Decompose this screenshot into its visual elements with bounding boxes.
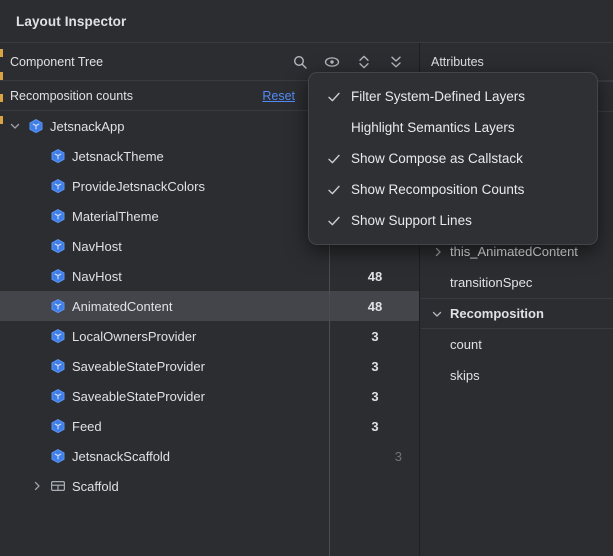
expand-all-icon[interactable] (355, 53, 373, 71)
eye-icon[interactable] (323, 53, 341, 71)
attribute-name: transitionSpec (450, 275, 533, 290)
recomposition-count: 3 (394, 448, 402, 464)
attribute-row[interactable]: transitionSpec (421, 267, 613, 298)
checkmark-icon (327, 152, 341, 166)
compose-node-icon (50, 238, 66, 254)
tree-row-label: SaveableStateProvider (72, 388, 205, 404)
attribute-row[interactable]: this_AnimatedContent (421, 236, 613, 267)
window-titlebar: Layout Inspector (0, 0, 613, 43)
tree-row[interactable]: JetsnackTheme (0, 141, 419, 171)
tree-row[interactable]: Feed 3 (0, 411, 419, 441)
tree-row-label: Feed (72, 418, 102, 434)
checkmark-icon (327, 183, 341, 197)
tree-row[interactable]: JetsnackApp (0, 111, 419, 141)
compose-node-icon (50, 268, 66, 284)
view-layout-icon (50, 478, 66, 494)
tree-row-label: NavHost (72, 238, 122, 254)
recomposition-count: 3 (371, 328, 379, 344)
count-column-divider (329, 112, 330, 556)
tree-row-label: JetsnackScaffold (72, 448, 171, 464)
gutter-marker (0, 72, 3, 80)
tree-row[interactable]: Scaffold (0, 471, 419, 501)
tree-row[interactable]: JetsnackScaffold 3 (0, 441, 419, 471)
compose-node-icon (50, 358, 66, 374)
menu-item[interactable]: Show Support Lines (309, 205, 597, 236)
attribute-row[interactable]: skips (421, 360, 613, 391)
gutter-marker (0, 49, 3, 57)
recomposition-count: 48 (367, 268, 383, 284)
tree-row-label: NavHost (72, 268, 122, 284)
compose-node-icon (50, 418, 66, 434)
tree-row-label: JetsnackApp (50, 118, 125, 134)
checkmark-icon (327, 121, 341, 135)
component-tree-header: Component Tree (0, 43, 419, 81)
attribute-row[interactable]: count (421, 329, 613, 360)
component-tree-label: Component Tree (10, 54, 104, 69)
compose-node-icon (50, 448, 66, 464)
tree-row-label: LocalOwnersProvider (72, 328, 197, 344)
tree-row-label: ProvideJetsnackColors (72, 178, 205, 194)
gutter-marker (0, 94, 3, 102)
tree-row[interactable]: SaveableStateProvider 3 (0, 381, 419, 411)
attribute-name: this_AnimatedContent (450, 244, 578, 259)
attributes-section-header[interactable]: Recomposition (421, 298, 613, 329)
menu-item[interactable]: Filter System-Defined Layers (309, 81, 597, 112)
tree-row[interactable]: ProvideJetsnackColors (0, 171, 419, 201)
tree-row[interactable]: NavHost 48 (0, 261, 419, 291)
compose-node-icon (50, 148, 66, 164)
compose-node-icon (28, 118, 44, 134)
tree-row-label: SaveableStateProvider (72, 358, 205, 374)
tree-row[interactable]: NavHost (0, 231, 419, 261)
compose-node-icon (50, 298, 66, 314)
recomposition-count: 3 (371, 358, 379, 374)
recomposition-count: 3 (371, 418, 379, 434)
menu-item-label: Filter System-Defined Layers (351, 89, 526, 104)
tree-row[interactable]: SaveableStateProvider 3 (0, 351, 419, 381)
tree-row-label: MaterialTheme (72, 208, 159, 224)
attribute-name: count (450, 337, 482, 352)
reset-link[interactable]: Reset (262, 88, 295, 103)
recomposition-count: 3 (371, 388, 379, 404)
compose-node-icon (50, 328, 66, 344)
menu-item[interactable]: Highlight Semantics Layers (309, 112, 597, 143)
checkmark-icon (327, 214, 341, 228)
component-tree-toolbar (291, 43, 405, 81)
tree-row-label: AnimatedContent (72, 298, 173, 314)
collapse-all-icon[interactable] (387, 53, 405, 71)
attribute-name: skips (450, 368, 480, 383)
tree-row[interactable]: AnimatedContent 48 (0, 291, 419, 321)
menu-item-label: Highlight Semantics Layers (351, 120, 515, 135)
menu-item[interactable]: Show Recomposition Counts (309, 174, 597, 205)
menu-item-label: Show Support Lines (351, 213, 472, 228)
chevron-right-icon[interactable] (30, 479, 44, 493)
compose-node-icon (50, 388, 66, 404)
menu-item-label: Show Recomposition Counts (351, 182, 525, 197)
menu-item-label: Show Compose as Callstack (351, 151, 523, 166)
checkmark-icon (327, 90, 341, 104)
attributes-section-title: Recomposition (450, 306, 544, 321)
tree-row[interactable]: MaterialTheme (0, 201, 419, 231)
gutter-marker (0, 116, 3, 124)
compose-node-icon (50, 208, 66, 224)
recomposition-count: 48 (367, 298, 383, 314)
chevron-down-icon[interactable] (8, 119, 22, 133)
search-icon[interactable] (291, 53, 309, 71)
tree-row-label: JetsnackTheme (72, 148, 164, 164)
page-title: Layout Inspector (16, 13, 127, 29)
recomposition-counts-label: Recomposition counts (10, 88, 133, 103)
chevron-down-icon[interactable] (431, 308, 443, 320)
tree-row-label: Scaffold (72, 478, 119, 494)
menu-item[interactable]: Show Compose as Callstack (309, 143, 597, 174)
chevron-right-icon[interactable] (432, 246, 444, 258)
compose-node-icon (50, 178, 66, 194)
tree-row[interactable]: LocalOwnersProvider 3 (0, 321, 419, 351)
